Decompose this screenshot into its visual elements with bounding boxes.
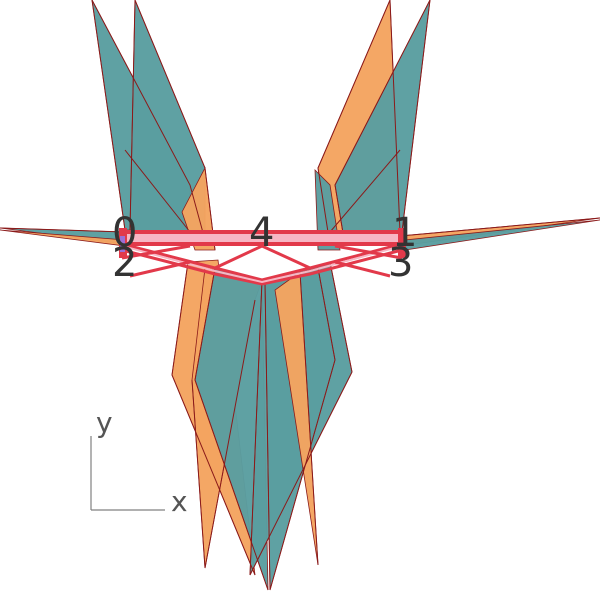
fin-edge — [249, 279, 263, 576]
node-labels: 0 1 2 3 4 — [112, 210, 417, 286]
fin-edge — [329, 149, 401, 233]
central-beam — [119, 228, 406, 286]
node-label-3: 3 — [388, 240, 413, 286]
fin-edge — [129, 0, 136, 231]
axis-triad: y x — [90, 406, 188, 518]
fin-edge — [401, 0, 431, 233]
diagonal — [129, 260, 191, 278]
fin-edge — [299, 271, 319, 566]
x-axis-label: x — [171, 485, 188, 518]
diagonal — [334, 260, 391, 278]
fin-edge — [171, 261, 189, 376]
fin-edge — [269, 359, 336, 591]
end-cap-left-mark — [120, 236, 125, 252]
node-label-1: 1 — [392, 210, 417, 256]
fin-edge — [334, 0, 431, 246]
fin-edge — [317, 0, 391, 246]
top-beam-inner — [126, 234, 398, 242]
y-axis-label: y — [96, 406, 113, 439]
fin-edge — [124, 149, 191, 233]
diagonal — [214, 244, 311, 270]
end-cap-right — [398, 228, 406, 258]
fin-edge — [389, 0, 401, 233]
side-wings — [0, 217, 600, 251]
fin-edge — [191, 299, 256, 569]
fin-edge — [329, 261, 353, 373]
fin-edge — [91, 0, 206, 241]
fin-edge — [0, 227, 126, 233]
fin-edge — [399, 217, 600, 237]
node-label-4: 4 — [249, 210, 274, 256]
fin-edge — [249, 371, 353, 576]
fin-edge — [134, 0, 216, 251]
diagonal — [334, 244, 403, 260]
node-label-2: 2 — [112, 240, 137, 286]
diagonal — [121, 244, 191, 260]
fin-edge — [91, 0, 126, 231]
node-label-0: 0 — [112, 210, 137, 256]
lower-chord-2 — [121, 248, 403, 286]
fin-edge — [317, 267, 336, 361]
fin-edge — [194, 267, 216, 381]
lower-chord — [121, 242, 403, 282]
fin-edge — [194, 379, 269, 591]
fin-edge — [171, 374, 256, 576]
fin-edge — [264, 281, 271, 591]
